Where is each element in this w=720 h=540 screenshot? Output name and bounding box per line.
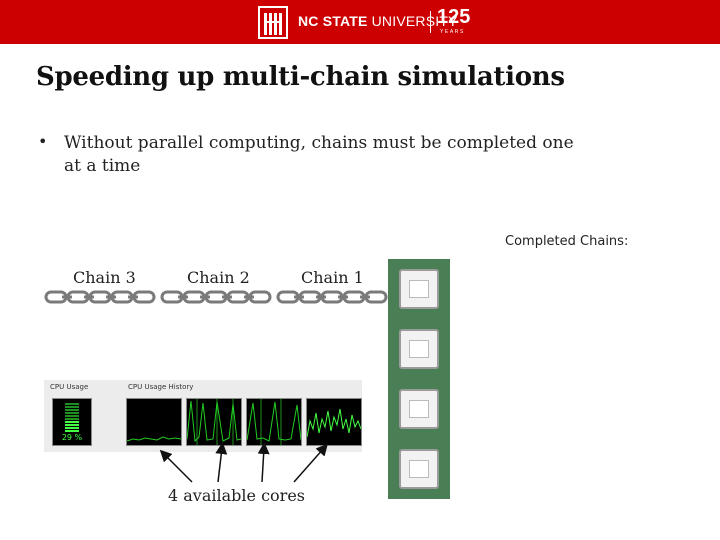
processor-chip-icon xyxy=(388,319,450,379)
completed-chains-label: Completed Chains: xyxy=(505,234,629,249)
cpu-history-core-2 xyxy=(186,398,242,446)
cpu-history-label: CPU Usage History xyxy=(128,383,194,391)
bullet-marker: • xyxy=(38,132,48,151)
chain-2-links xyxy=(160,290,272,304)
chain-1-links xyxy=(276,290,388,304)
processor-chip-icon xyxy=(388,439,450,499)
chain-3-links xyxy=(44,290,156,304)
cpu-percent: 29 % xyxy=(61,433,83,442)
chain-label-1: Chain 1 xyxy=(301,268,364,287)
cpu-history-core-4 xyxy=(306,398,362,446)
university-name: NC STATE UNIVERSITY xyxy=(298,13,458,29)
processor-chip-icon xyxy=(388,259,450,319)
bullet-text: Without parallel computing, chains must … xyxy=(64,133,574,176)
cpu-usage-meter: 29 % xyxy=(52,398,92,446)
anniversary-number: 125 xyxy=(437,6,471,28)
header-bar: NC STATE UNIVERSITY 125 YEARS xyxy=(0,0,720,44)
chain-label-3: Chain 3 xyxy=(73,268,136,287)
nc-state-logo-icon xyxy=(258,6,288,39)
available-cores-label: 4 available cores xyxy=(168,486,305,505)
logo-divider xyxy=(430,11,431,33)
anniversary-word: YEARS xyxy=(440,29,465,35)
pointer-arrow-icon xyxy=(159,442,328,483)
cpu-usage-label: CPU Usage xyxy=(50,383,89,391)
chain-label-2: Chain 2 xyxy=(187,268,250,287)
cpu-history-core-3 xyxy=(246,398,302,446)
cpu-history-core-1 xyxy=(126,398,182,446)
slide-title: Speeding up multi-chain simulations xyxy=(36,62,565,92)
task-manager-screenshot: CPU Usage CPU Usage History 29 % xyxy=(44,380,362,452)
processor-chip-icon xyxy=(388,379,450,439)
chain-link-icon xyxy=(44,290,388,304)
